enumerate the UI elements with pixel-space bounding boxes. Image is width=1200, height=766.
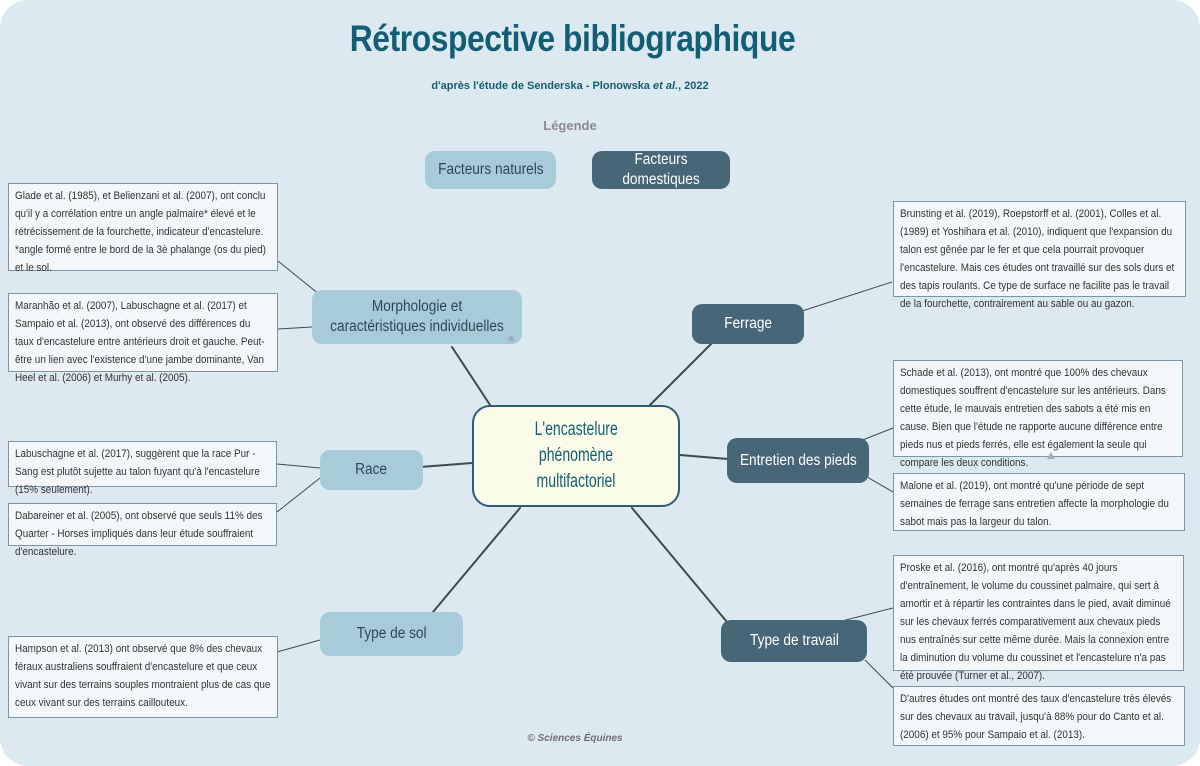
central-topic-line2: phénomène multifactoriel (536, 445, 616, 492)
link-center-sol (432, 507, 521, 613)
link-morphologie-maranhao (277, 326, 313, 330)
branch-ferrage: Ferrage (692, 304, 804, 344)
link-ferrage-brunsting (801, 281, 893, 312)
note-brunsting: Brunsting et al. (2019), Roepstorff et a… (893, 201, 1186, 310)
note-maranhao: Maranhão et al. (2007), Labuschagne et a… (8, 293, 278, 384)
legend-domestic-factors: Facteurs domestiques (592, 151, 730, 189)
branch-ferrage-label: Ferrage (724, 315, 772, 332)
note-labuschagne: Labuschagne et al. (2017), suggèrent que… (8, 441, 277, 496)
legend-domestic-label: Facteurs domestiques (622, 151, 700, 188)
branch-race: Race (320, 450, 423, 490)
legend-natural-factors: Facteurs naturels (425, 151, 556, 189)
branch-type-de-travail: Type de travail (721, 620, 867, 662)
link-center-entretien (679, 454, 729, 460)
legend-natural-label: Facteurs naturels (437, 161, 544, 178)
link-sol-hampson (276, 639, 321, 653)
branch-travail-label: Type de travail (749, 632, 839, 649)
link-travail-autres (864, 659, 894, 689)
branch-morphologie-label: Morphologie et caractéristiques individu… (330, 298, 504, 335)
triangle-marker-icon (1047, 452, 1055, 459)
link-center-morphologie (451, 346, 493, 409)
branch-race-label: Race (355, 461, 388, 478)
central-topic-line1: L'encastelure (534, 419, 618, 440)
link-race-labuschagne (276, 463, 321, 469)
link-travail-proske (837, 607, 894, 623)
note-schade: Schade et al. (2013), ont montré que 100… (893, 360, 1183, 469)
central-topic: L'encastelure phénomène multifactoriel (472, 405, 680, 507)
branch-type-de-sol: Type de sol (320, 612, 463, 656)
link-center-race (419, 462, 473, 468)
link-race-dabareiner (276, 477, 321, 513)
branch-entretien-des-pieds: Entretien des pieds (727, 438, 869, 483)
note-glade: Glade et al. (1985), et Belienzani et al… (8, 183, 278, 274)
note-autres: D'autres études ont montré des taux d'en… (893, 686, 1185, 746)
branch-entretien-label: Entretien des pieds (739, 451, 857, 469)
note-hampson: Hampson et al. (2013) ont observé que 8%… (8, 636, 278, 718)
link-morphologie-glade (277, 260, 321, 296)
copyright-footer: © Sciences Équines (527, 733, 623, 744)
note-malone: Malone et al. (2019), ont montré qu'une … (893, 473, 1185, 531)
branch-morphologie: Morphologie et caractéristiques individu… (312, 290, 522, 344)
link-center-travail (631, 507, 728, 623)
branch-sol-label: Type de sol (356, 625, 427, 642)
note-dabareiner: Dabareiner et al. (2005), ont observé qu… (8, 503, 277, 558)
page-subtitle: d'après l'étude de Senderska - Plonowska… (431, 80, 709, 92)
legend-title: Légende (543, 118, 597, 133)
note-proske: Proske et al. (2016), ont montré qu'aprè… (893, 555, 1184, 682)
page-title: Rétrospective bibliographique (349, 18, 796, 59)
link-center-ferrage (649, 342, 713, 406)
